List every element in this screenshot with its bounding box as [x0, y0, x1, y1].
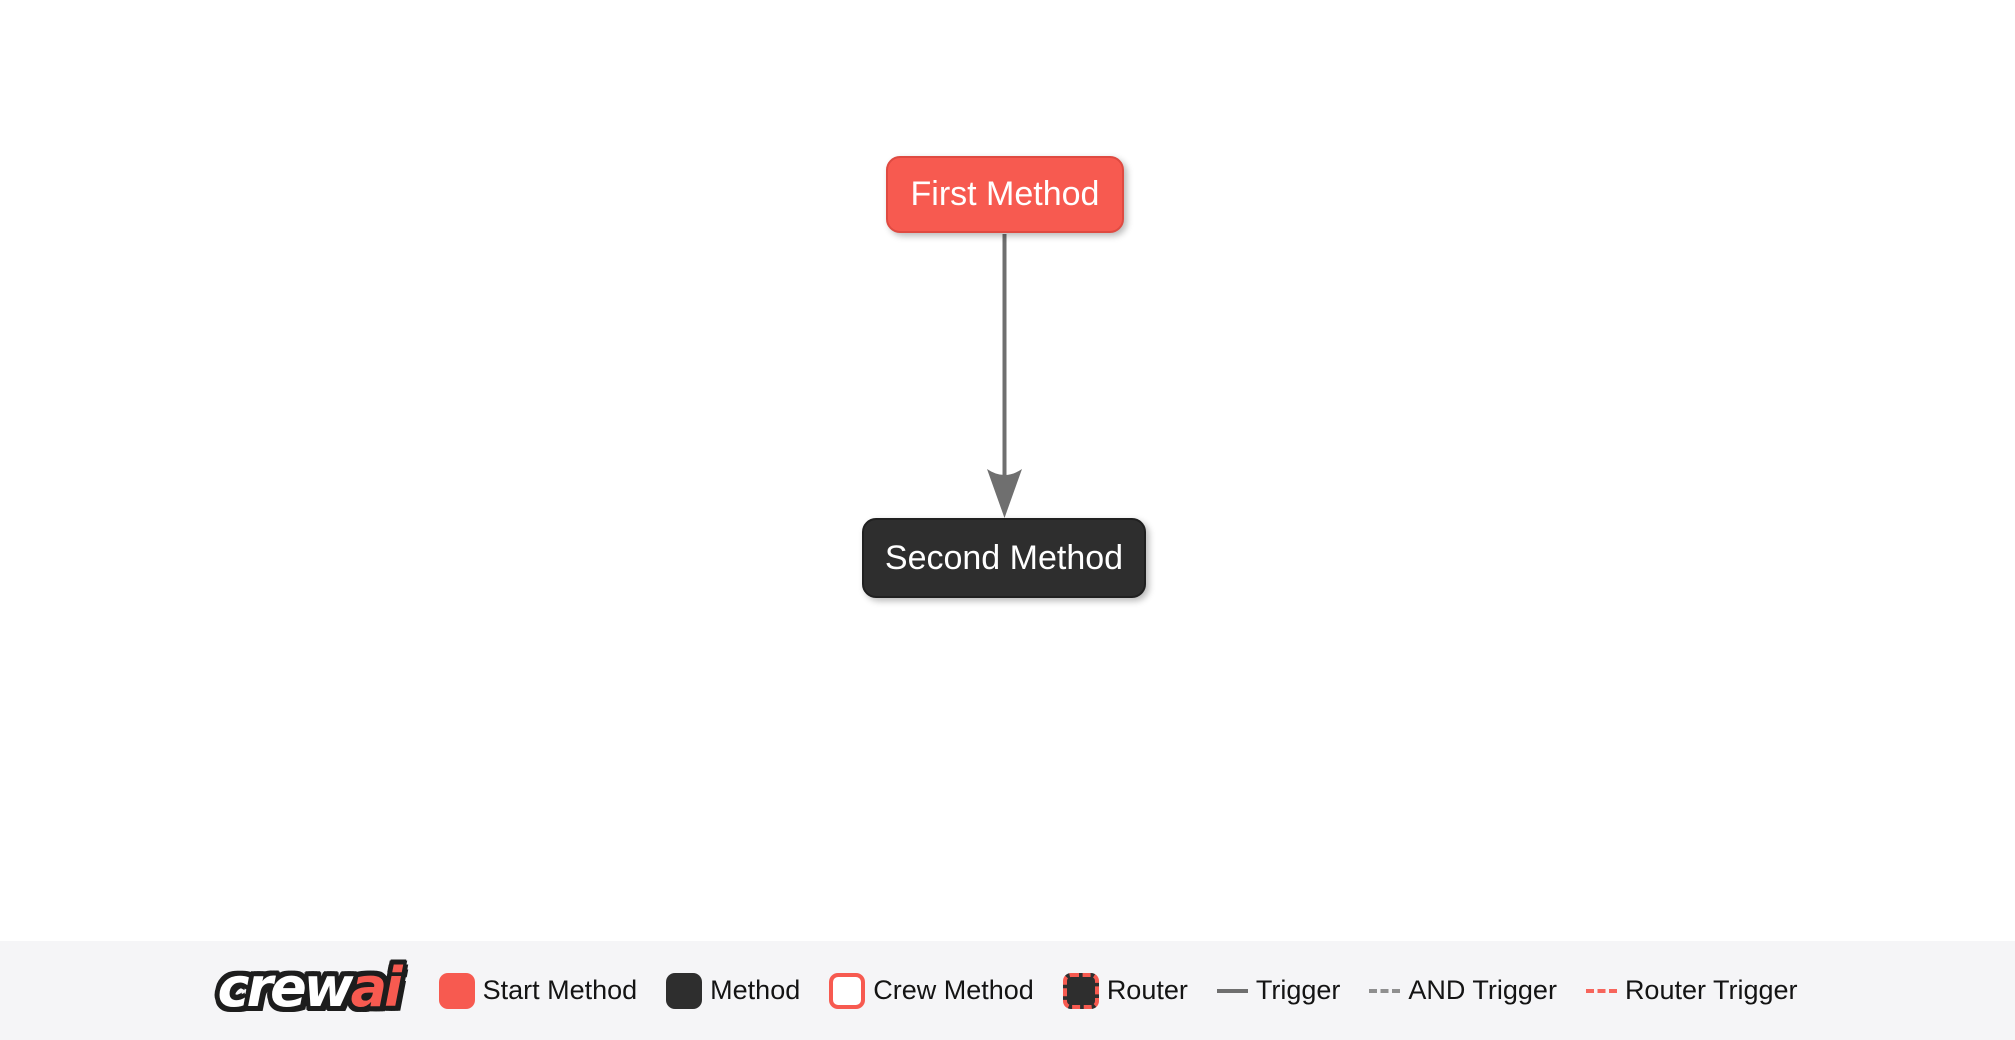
legend-item-start-method: Start Method: [438, 972, 638, 1009]
legend-label-router-trigger: Router Trigger: [1624, 975, 1798, 1005]
trigger-line-icon: [1216, 988, 1248, 993]
legend-label-crew-method: Crew Method: [873, 975, 1034, 1005]
legend-label-router: Router: [1106, 975, 1188, 1005]
logo-crew-text: crew: [217, 955, 353, 1019]
and-trigger-line-icon: [1369, 988, 1401, 993]
node-first-method[interactable]: First Method: [886, 156, 1124, 233]
flow-graph-canvas[interactable]: First Method Second Method: [0, 0, 2015, 941]
legend-item-router: Router: [1062, 972, 1188, 1009]
trigger-edge: [987, 234, 1022, 518]
router-trigger-line-icon: [1585, 988, 1617, 993]
legend-bar: crewai Start Method Method Crew Method R…: [0, 941, 2015, 1040]
legend-item-crew-method: Crew Method: [829, 972, 1034, 1009]
method-swatch-icon: [666, 972, 703, 1009]
start-method-swatch-icon: [438, 972, 475, 1009]
legend-label-method: Method: [710, 975, 801, 1005]
legend-item-trigger: Trigger: [1216, 975, 1341, 1006]
logo-ai-text: ai: [350, 955, 403, 1019]
router-swatch-icon: [1062, 972, 1099, 1009]
legend-label-and-trigger: AND Trigger: [1408, 975, 1557, 1005]
legend-item-router-trigger: Router Trigger: [1585, 975, 1798, 1006]
crew-method-swatch-icon: [829, 972, 866, 1009]
legend-item-method: Method: [666, 972, 801, 1009]
crewai-logo: crewai: [217, 960, 409, 1021]
legend-item-and-trigger: AND Trigger: [1369, 975, 1557, 1006]
trigger-edge-arrowhead: [987, 469, 1022, 518]
legend-label-start-method: Start Method: [482, 975, 638, 1005]
legend-label-trigger: Trigger: [1255, 975, 1341, 1005]
node-second-method[interactable]: Second Method: [862, 518, 1146, 598]
